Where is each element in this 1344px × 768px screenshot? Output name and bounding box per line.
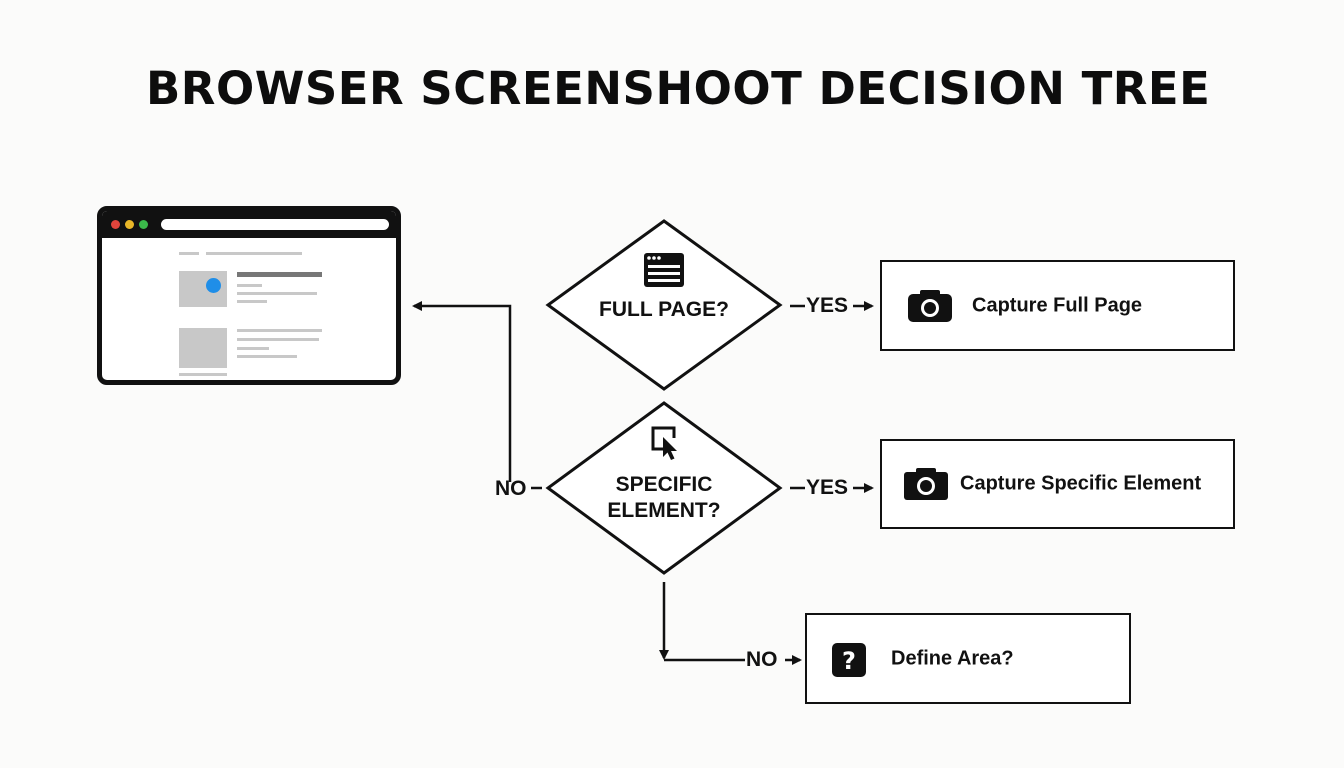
decision-full-page-label: FULL PAGE? — [599, 298, 729, 321]
placeholder-line — [237, 300, 267, 303]
camera-icon — [904, 468, 948, 500]
camera-icon — [908, 290, 952, 322]
svg-text:?: ? — [842, 647, 856, 675]
yes-label-full-page: YES — [806, 294, 849, 317]
placeholder-line — [179, 252, 199, 255]
placeholder-line — [237, 347, 269, 350]
result-capture-full-page: Capture Full Page — [880, 260, 1235, 351]
decision-specific-element-line2: ELEMENT? — [607, 499, 721, 522]
no-label-left: NO — [495, 477, 527, 500]
no-arrow-to-browser — [412, 301, 512, 482]
question-mark-icon: ? — [832, 643, 866, 677]
yes-label-element: YES — [806, 476, 849, 499]
decision-full-page-diamond — [545, 219, 783, 391]
placeholder-line — [237, 292, 317, 295]
placeholder-line — [237, 284, 262, 287]
diagram-title: BROWSER SCREENSHOOT DECISION TREE — [146, 62, 1211, 115]
decision-specific-element-diamond — [545, 401, 783, 575]
result-define-area: ? Define Area? — [805, 613, 1131, 704]
placeholder-line — [237, 338, 319, 341]
placeholder-line — [179, 373, 227, 376]
placeholder-line — [237, 329, 322, 332]
address-bar — [161, 219, 389, 230]
no-label-bottom: NO — [746, 648, 778, 671]
placeholder-heading-line — [237, 272, 322, 277]
decision-specific-element-line1: SPECIFIC — [615, 473, 713, 496]
image-placeholder-dot — [206, 278, 221, 293]
result-capture-specific-element: Capture Specific Element — [880, 439, 1235, 529]
result-define-area-label: Define Area? — [891, 647, 1014, 669]
placeholder-line — [237, 355, 297, 358]
window-minimize-dot — [125, 220, 134, 229]
window-close-dot — [111, 220, 120, 229]
browser-window-icon — [644, 253, 684, 287]
cursor-select-icon — [651, 426, 677, 460]
result-full-page-label: Capture Full Page — [972, 294, 1143, 316]
image-placeholder — [179, 328, 227, 368]
window-maximize-dot — [139, 220, 148, 229]
browser-title-bar — [102, 211, 396, 238]
placeholder-line — [206, 252, 302, 255]
browser-window-illustration — [97, 206, 401, 385]
result-specific-element-label: Capture Specific Element — [960, 472, 1202, 495]
